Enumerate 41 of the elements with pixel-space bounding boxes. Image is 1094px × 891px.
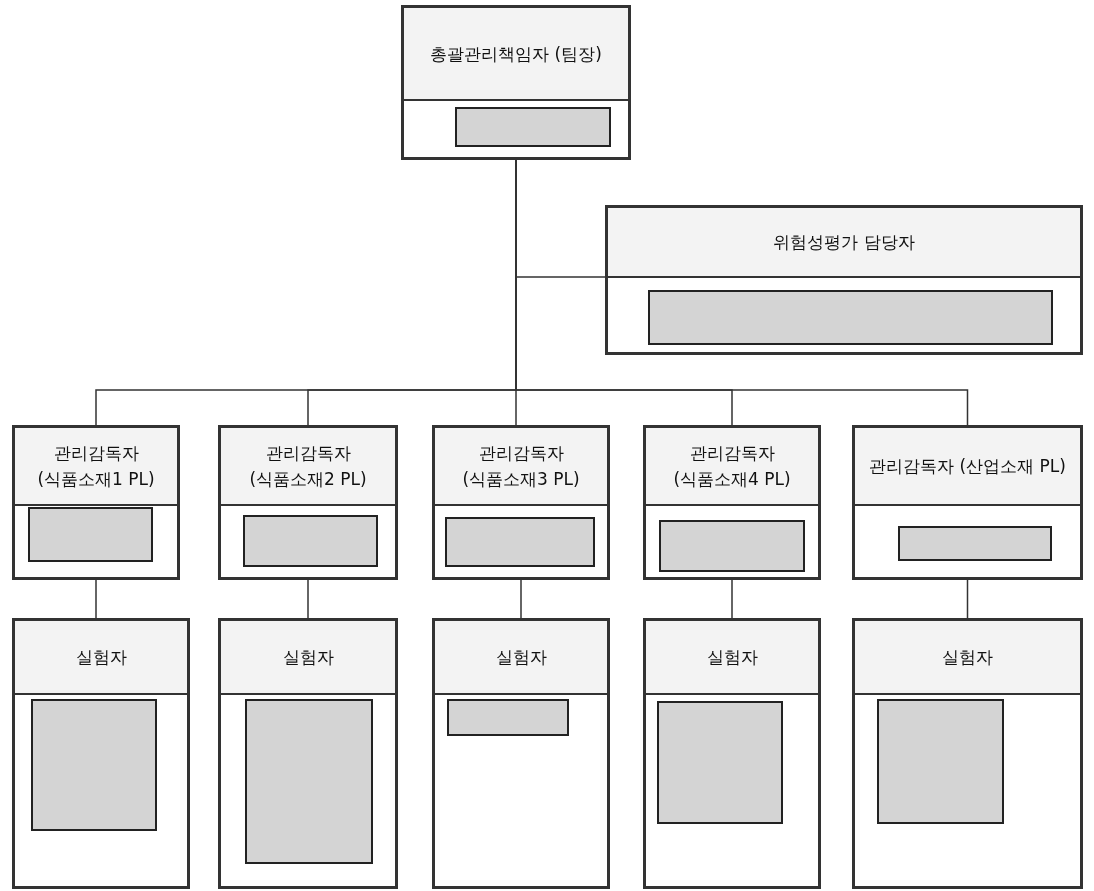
org-box	[12, 425, 180, 580]
role-title: 관리감독자 (식품소재4 PL)	[646, 428, 818, 506]
org-box	[605, 205, 1083, 355]
role-title: 관리감독자 (식품소재2 PL)	[221, 428, 395, 506]
org-box	[852, 618, 1083, 889]
org-box	[401, 5, 631, 160]
org-box	[432, 425, 610, 580]
connector-line	[731, 579, 733, 619]
role-title: 실험자	[15, 621, 187, 695]
role-title: 실험자	[221, 621, 395, 695]
redacted-box	[28, 507, 153, 562]
role-title: 실험자	[855, 621, 1080, 695]
org-box	[218, 618, 398, 889]
role-title: 총괄관리책임자 (팀장)	[404, 8, 628, 101]
redacted-box	[445, 517, 595, 567]
redacted-box	[659, 520, 805, 572]
role-title: 위험성평가 담당자	[608, 208, 1080, 278]
redacted-box	[245, 699, 373, 864]
role-title: 실험자	[435, 621, 607, 695]
redacted-box	[455, 107, 611, 147]
connector-line	[307, 579, 309, 619]
org-box	[12, 618, 190, 889]
role-title: 실험자	[646, 621, 818, 695]
connector-line	[520, 579, 522, 619]
connector-line	[966, 579, 969, 619]
redacted-box	[648, 290, 1053, 345]
role-title: 관리감독자 (산업소재 PL)	[855, 428, 1080, 506]
connector-line	[95, 579, 97, 619]
role-title: 관리감독자 (식품소재1 PL)	[15, 428, 177, 506]
redacted-box	[877, 699, 1004, 824]
role-title: 관리감독자 (식품소재3 PL)	[435, 428, 607, 506]
org-box	[852, 425, 1083, 580]
org-box	[643, 425, 821, 580]
redacted-box	[31, 699, 157, 831]
org-box	[643, 618, 821, 889]
redacted-box	[243, 515, 378, 567]
org-box	[218, 425, 398, 580]
redacted-box	[898, 526, 1052, 561]
org-box	[432, 618, 610, 889]
redacted-box	[447, 699, 569, 736]
redacted-box	[657, 701, 783, 824]
